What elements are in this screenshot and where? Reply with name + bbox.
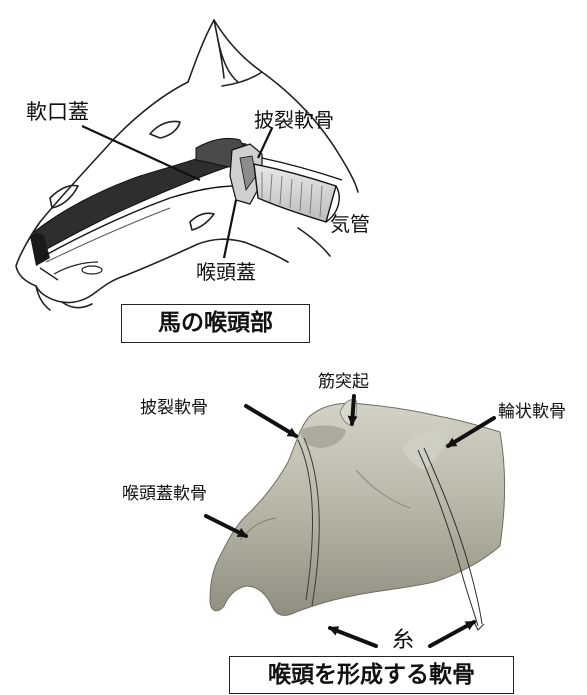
label-thread: 糸 [392,630,414,652]
bottom-figure-title: 喉頭を形成する軟骨 [229,656,514,694]
label-trachea: 気管 [330,214,370,234]
label-epiglottis: 喉頭蓋 [196,262,256,282]
label-soft-palate: 軟口蓋 [26,102,89,123]
label-arytenoid-bottom: 披裂軟骨 [140,400,208,417]
cartilage-specimen [210,400,505,631]
label-cricoid: 輪状軟骨 [498,404,566,421]
label-epiglottic-cartilage: 喉頭蓋軟骨 [122,486,207,503]
larynx-trachea [230,144,342,222]
label-arytenoid-top: 披裂軟骨 [254,110,334,130]
top-figure-title: 馬の喉頭部 [121,304,310,343]
label-muscular-process: 筋突起 [318,374,369,391]
airway-section [30,138,250,280]
